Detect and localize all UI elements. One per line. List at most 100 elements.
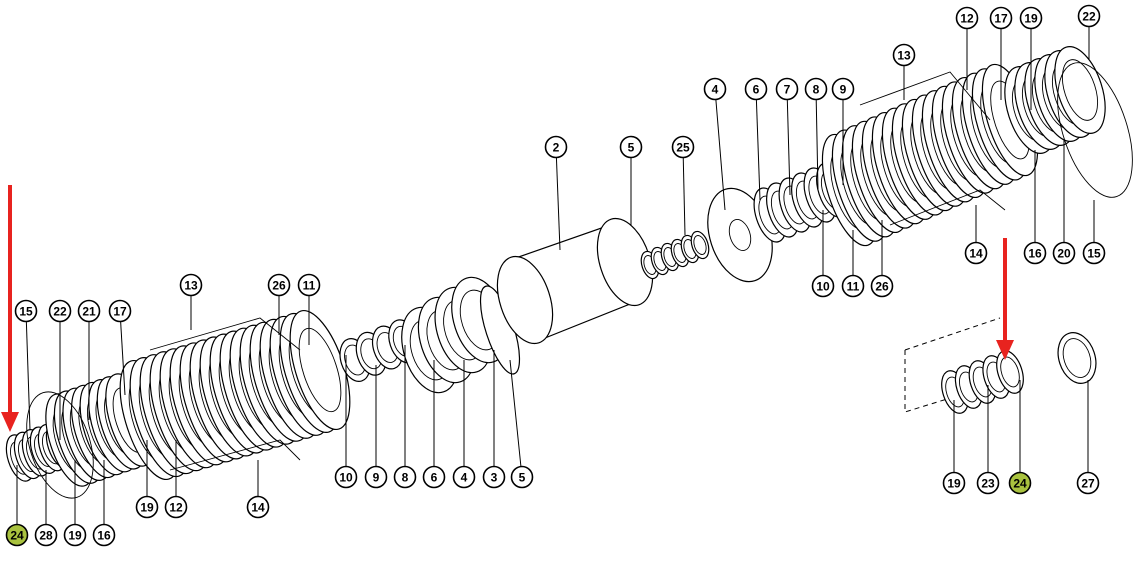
callout-circle: [297, 273, 321, 297]
callout: 19: [942, 471, 966, 495]
callout-label: 12: [960, 12, 974, 26]
callout-label: 19: [1024, 12, 1038, 26]
leader-lines: [16, 16, 1095, 535]
callout: 6: [422, 465, 446, 489]
callout: 11: [841, 274, 865, 298]
callout-circle: [671, 135, 695, 159]
callout: 14: [246, 495, 270, 519]
callout: 6: [744, 77, 768, 101]
callout-label: 22: [1082, 10, 1096, 24]
callout-label: 26: [272, 279, 286, 293]
leader-line: [119, 310, 126, 396]
highlighted-callout: 24: [1008, 471, 1032, 495]
leader-line: [815, 88, 819, 191]
callout-circle: [393, 465, 417, 489]
callout: 3: [482, 465, 506, 489]
callout-label: 15: [19, 305, 33, 319]
callout: 7: [775, 77, 799, 101]
leader-line: [714, 88, 726, 211]
callout-label: 6: [431, 471, 438, 485]
callout-label: 23: [981, 477, 995, 491]
callout: 22: [48, 299, 72, 323]
parts-drawing: [5, 46, 1133, 499]
callout-label: 19: [140, 501, 154, 515]
callout: 5: [510, 465, 534, 489]
callout-label: 28: [39, 529, 53, 543]
leader-line: [25, 310, 31, 431]
callout: 15: [1082, 241, 1106, 265]
detail-springs: [941, 350, 1024, 414]
callout-label: 14: [969, 247, 983, 261]
callout: 4: [452, 465, 476, 489]
snap-ring-15: [1057, 62, 1133, 198]
callout: 8: [393, 465, 417, 489]
callout: 12: [955, 6, 979, 30]
callout: 13: [179, 273, 203, 297]
callout-label: 5: [519, 471, 526, 485]
callout-circle: [34, 523, 58, 547]
callout-label: 19: [68, 529, 82, 543]
callout: 9: [364, 465, 388, 489]
callout: 25: [671, 135, 695, 159]
callout: 19: [135, 495, 159, 519]
callout: 26: [870, 274, 894, 298]
callout-label: 24: [10, 529, 24, 543]
callout-circle: [1077, 4, 1101, 28]
left-gear-hub: [45, 373, 155, 487]
callout-circle: [955, 6, 979, 30]
callout-label: 17: [994, 12, 1008, 26]
red-arrow-right: [996, 238, 1014, 360]
callout-label: 14: [251, 501, 265, 515]
callout-circle: [48, 299, 72, 323]
callout-circle: [246, 495, 270, 519]
callout: 21: [77, 299, 101, 323]
callout-label: 10: [816, 280, 830, 294]
callout-circle: [1023, 241, 1047, 265]
callout-circle: [1082, 241, 1106, 265]
top-pack-bracket: [859, 71, 1006, 226]
callout: 28: [34, 523, 58, 547]
callout-label: 8: [813, 83, 820, 97]
callout-circle: [892, 43, 916, 67]
callout-circle: [1008, 471, 1032, 495]
callout-circle: [811, 274, 835, 298]
callout-circle: [14, 299, 38, 323]
callout-label: 13: [184, 279, 198, 293]
left-clutch-pack: [119, 309, 351, 481]
callout-circle: [870, 274, 894, 298]
callout-label: 11: [303, 279, 316, 293]
drum-front: [496, 255, 554, 345]
callout-label: 27: [1081, 477, 1095, 491]
callout-label: 9: [840, 83, 847, 97]
callout-label: 15: [1087, 247, 1101, 261]
callout-circle: [63, 523, 87, 547]
callout-circle: [92, 523, 116, 547]
left-pack-bracket: [149, 317, 301, 471]
callout: 27: [1076, 471, 1100, 495]
highlighted-callout: 24: [5, 523, 29, 547]
callout-circle: [744, 77, 768, 101]
callout-circle: [364, 465, 388, 489]
callout-label: 20: [1057, 247, 1071, 261]
callout-label: 22: [53, 305, 67, 319]
callout-circle: [942, 471, 966, 495]
leader-line: [755, 88, 761, 201]
callout-label: 3: [491, 471, 498, 485]
callout-circle: [989, 6, 1013, 30]
red-arrows: [1, 185, 1014, 432]
callout: 15: [14, 299, 38, 323]
callout: 22: [1077, 4, 1101, 28]
callout-label: 8: [402, 471, 409, 485]
callout-circle: [452, 465, 476, 489]
callout-circle: [482, 465, 506, 489]
callout-circle: [703, 77, 727, 101]
callout: 10: [334, 465, 358, 489]
callout-circle: [108, 299, 132, 323]
callout-circle: [841, 274, 865, 298]
callout: 10: [811, 274, 835, 298]
callout: 26: [267, 273, 291, 297]
callout-circle: [964, 241, 988, 265]
callout-label: 17: [113, 305, 127, 319]
